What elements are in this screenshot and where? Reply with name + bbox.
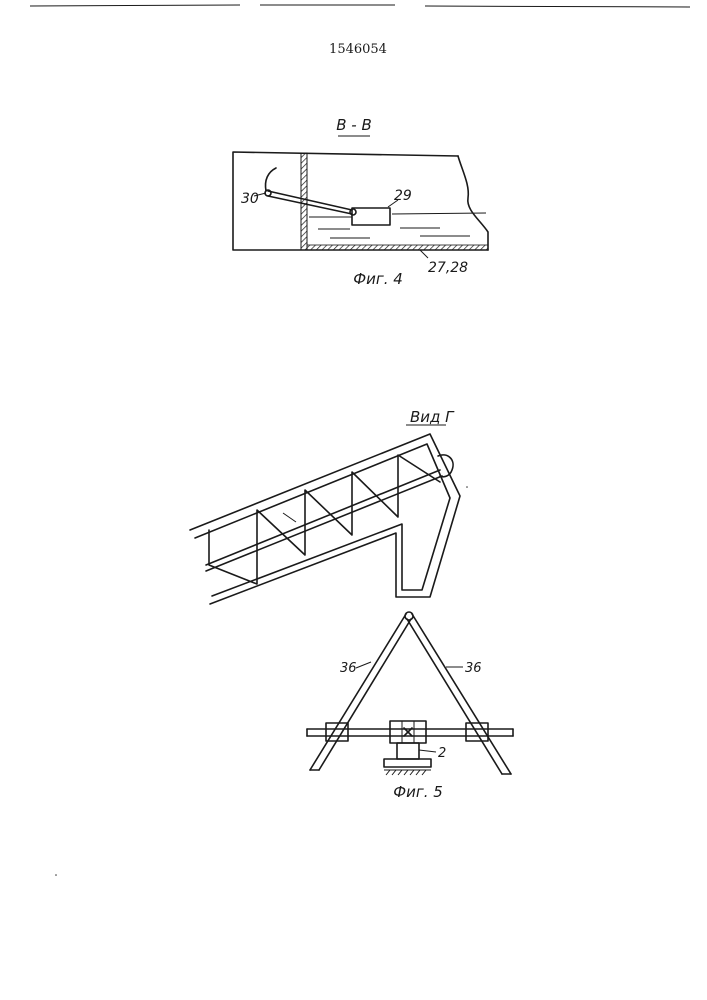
sheet-top-border bbox=[30, 5, 690, 7]
drive-motor bbox=[397, 743, 419, 759]
patent-number: 1546054 bbox=[329, 42, 387, 57]
fig4-housing-outline bbox=[233, 152, 488, 250]
fig4-partition-wall bbox=[301, 153, 307, 250]
leader-36-left bbox=[356, 662, 371, 668]
conveyor-trough-outer bbox=[190, 434, 460, 604]
flight-marker bbox=[283, 513, 296, 522]
view-g-label: Вид Г bbox=[410, 408, 455, 426]
fig4-liquid bbox=[309, 213, 486, 238]
fig5-caption: Фиг. 5 bbox=[393, 783, 443, 801]
fig4-tank-bottom bbox=[307, 245, 488, 250]
leader-27-28 bbox=[420, 250, 428, 258]
label-tank-27-28: 27,28 bbox=[428, 260, 468, 276]
label-lever-30: 30 bbox=[241, 191, 259, 207]
strut-left bbox=[310, 614, 411, 770]
fig4-section-label: В - В bbox=[336, 116, 372, 134]
fig4-lever-arc bbox=[265, 168, 276, 191]
scan-speck bbox=[55, 874, 57, 876]
ground-hatch bbox=[384, 770, 431, 775]
fig5-support-frame: 36 36 2 Фиг. 5 bbox=[307, 612, 513, 801]
leader-2 bbox=[419, 750, 436, 752]
label-float-29: 29 bbox=[394, 188, 412, 204]
apex-joint bbox=[405, 612, 413, 620]
scan-speck bbox=[466, 486, 468, 488]
label-strut-left-36: 36 bbox=[340, 661, 357, 676]
label-drive-2: 2 bbox=[438, 746, 446, 761]
fig4-section-drawing: В - В bbox=[233, 116, 488, 288]
fig4-caption: Фиг. 4 bbox=[353, 270, 403, 288]
fig4-lever-arm bbox=[265, 190, 356, 215]
screw-flights bbox=[209, 455, 440, 584]
base-plate bbox=[384, 759, 431, 767]
view-g-screw-conveyor: Вид Г bbox=[190, 408, 460, 604]
conveyor-trough-inner bbox=[195, 444, 450, 596]
label-strut-right-36: 36 bbox=[465, 661, 482, 676]
gearbox bbox=[390, 721, 426, 743]
fig4-float bbox=[352, 208, 390, 225]
